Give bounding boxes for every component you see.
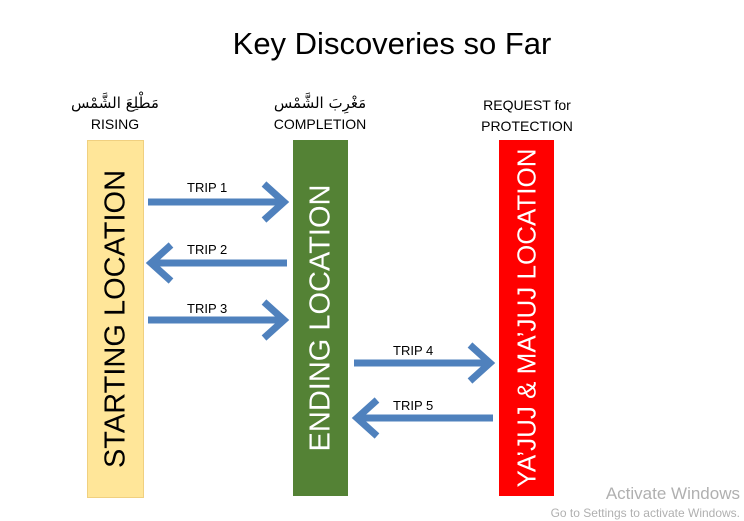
trip-2-label: TRIP 2 xyxy=(187,242,228,257)
trip-5-arrow xyxy=(351,397,493,439)
activate-windows-subtext: Go to Settings to activate Windows. xyxy=(550,506,740,520)
yajuj-location-bar: YA’JUJ & MA’JUJ LOCATION xyxy=(499,140,554,496)
activate-windows-watermark: Activate Windows xyxy=(605,484,740,503)
protection-header: REQUEST for PROTECTION xyxy=(427,95,627,137)
trip-1-label: TRIP 1 xyxy=(187,180,228,195)
protection-label-1: REQUEST for xyxy=(483,97,571,113)
trip-4-arrow xyxy=(354,342,496,384)
trip-3-arrow xyxy=(148,299,290,341)
protection-label-2: PROTECTION xyxy=(481,118,573,134)
starting-location-bar: STARTING LOCATION xyxy=(87,140,144,498)
ending-location-bar: ENDING LOCATION xyxy=(293,140,348,496)
trip-4-label: TRIP 4 xyxy=(393,343,434,358)
rising-label: RISING xyxy=(90,116,140,132)
trip-3-label: TRIP 3 xyxy=(187,301,228,316)
trip-2-arrow xyxy=(145,242,287,284)
completion-header: مَغْرِبَ الشَّمْس COMPLETION xyxy=(220,93,420,135)
rising-arabic: مَطْلِعَ الشَّمْس xyxy=(71,94,159,112)
trip-1-arrow xyxy=(148,181,290,223)
completion-label: COMPLETION xyxy=(273,116,367,132)
slide-title: Key Discoveries so Far xyxy=(232,26,552,61)
completion-arabic: مَغْرِبَ الشَّمْس xyxy=(273,94,367,112)
rising-header: مَطْلِعَ الشَّمْس RISING xyxy=(15,93,215,135)
trip-5-label: TRIP 5 xyxy=(393,398,434,413)
